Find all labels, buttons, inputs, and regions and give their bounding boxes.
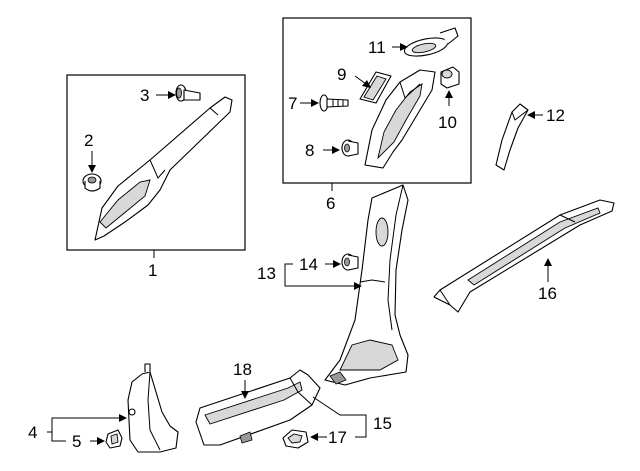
- clip-part-2: [82, 173, 102, 192]
- clip-part-14: [341, 253, 359, 271]
- arrowhead-9: [362, 80, 371, 88]
- step-plate-part-18: [195, 369, 321, 446]
- bolt-part-3: [175, 84, 201, 102]
- pad-part-9: [359, 71, 392, 104]
- callout-7: 7: [288, 94, 297, 113]
- callout-13: 13: [257, 264, 276, 283]
- b-pillar-trim-part-13: [324, 184, 409, 386]
- arrowhead-3: [168, 91, 176, 99]
- arrowhead-8: [332, 146, 340, 154]
- callout-4: 4: [28, 423, 37, 442]
- arrowhead-2: [88, 165, 96, 173]
- arrowhead-16: [544, 258, 552, 266]
- callout-17: 17: [328, 428, 347, 447]
- leader-4: [47, 417, 120, 442]
- arrowhead-5: [97, 437, 105, 445]
- handle-part-12: [495, 103, 529, 171]
- arrowhead-7: [311, 99, 319, 107]
- arrowhead-18: [241, 391, 249, 399]
- callout-2: 2: [84, 131, 93, 150]
- scuff-plate-part-16: [433, 199, 615, 313]
- callout-10: 10: [438, 113, 457, 132]
- upper-pillar-trim: [364, 69, 436, 169]
- arrowhead-13: [354, 282, 362, 290]
- callout-16: 16: [538, 284, 557, 303]
- callout-18: 18: [233, 360, 252, 379]
- callout-5: 5: [72, 432, 81, 451]
- grille-part-11: [403, 27, 459, 57]
- leader-15: [312, 396, 367, 438]
- a-pillar-trim: [94, 96, 233, 241]
- cap-part-10: [440, 66, 460, 89]
- leader-13: [284, 263, 355, 287]
- callout-14: 14: [299, 255, 318, 274]
- arrowhead-17: [310, 433, 318, 441]
- callout-1: 1: [148, 261, 157, 280]
- arrowhead-14: [333, 260, 341, 268]
- clip-part-17: [282, 429, 309, 449]
- leader-9: [354, 75, 367, 85]
- callout-15: 15: [373, 414, 392, 433]
- callout-8: 8: [305, 141, 314, 160]
- callout-9: 9: [337, 65, 346, 84]
- arrowhead-4: [119, 414, 127, 422]
- arrowhead-11: [400, 43, 408, 51]
- screw-part-7: [319, 94, 349, 112]
- group-box-6: [282, 17, 472, 184]
- callout-12: 12: [546, 106, 565, 125]
- kick-panel-part-4: [127, 363, 179, 453]
- clip-part-5: [105, 429, 123, 449]
- arrowhead-10: [445, 90, 453, 98]
- callout-3: 3: [140, 86, 149, 105]
- arrowhead-12: [527, 111, 535, 119]
- callout-11: 11: [368, 38, 386, 57]
- clip-part-8: [341, 139, 359, 157]
- callout-6: 6: [326, 194, 335, 213]
- group-box-1: [66, 74, 246, 251]
